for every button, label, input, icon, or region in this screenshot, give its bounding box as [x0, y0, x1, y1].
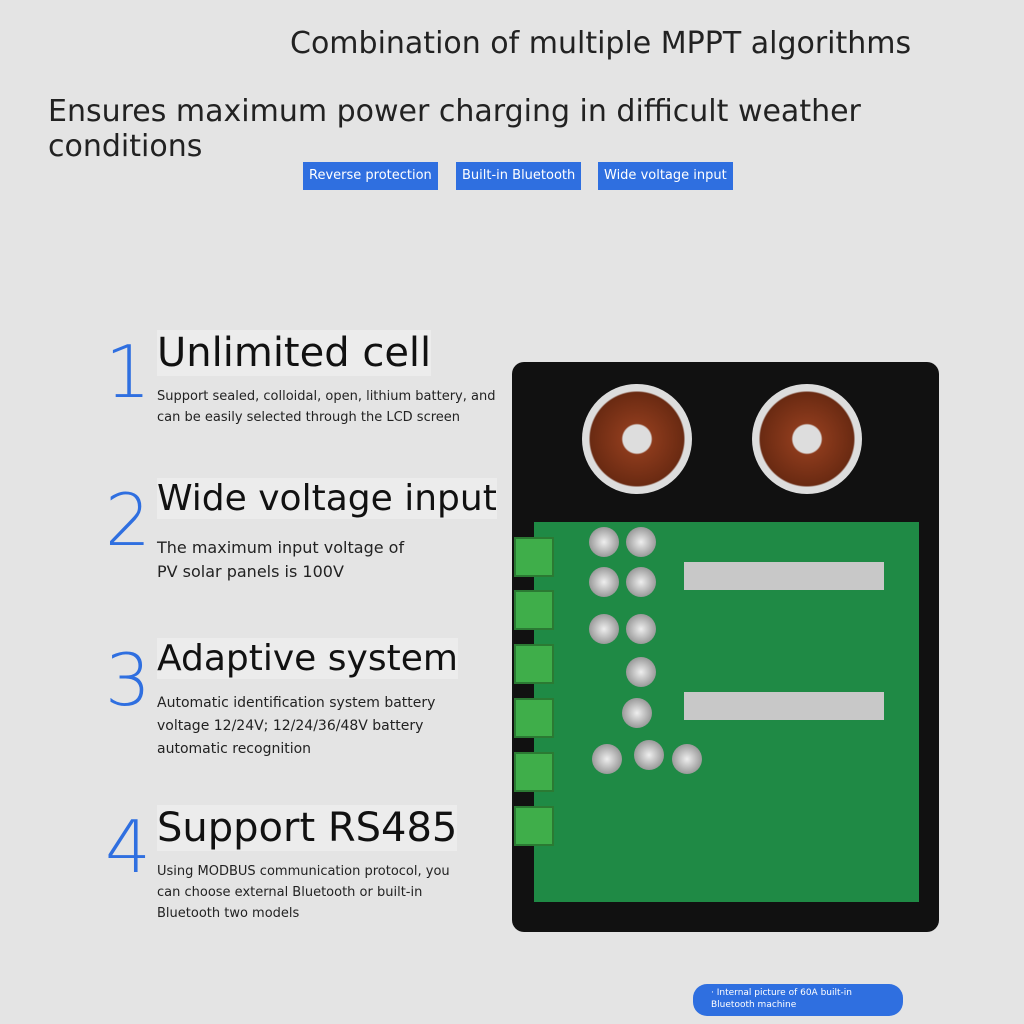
feature-number: 2	[105, 478, 151, 562]
capacitor	[626, 567, 656, 597]
feature-number: 4	[105, 805, 151, 889]
terminal	[514, 537, 554, 577]
heatsink	[684, 692, 884, 720]
feature-number: 1	[105, 330, 151, 414]
heatsink	[684, 562, 884, 590]
feature-title: Adaptive system	[157, 638, 458, 679]
feature-desc: Automatic identification system battery …	[157, 695, 436, 757]
terminal	[514, 644, 554, 684]
capacitor	[589, 614, 619, 644]
feature-title: Unlimited cell	[157, 330, 432, 376]
feature-number: 3	[105, 638, 151, 722]
subheadline: Ensures maximum power charging in diffic…	[48, 94, 861, 164]
capacitor	[592, 744, 622, 774]
controller-board-photo	[512, 362, 939, 932]
inductor-coil	[582, 384, 692, 494]
terminal	[514, 590, 554, 630]
terminal	[514, 752, 554, 792]
headline: Combination of multiple MPPT algorithms	[290, 26, 912, 61]
tag-reverse-protection: Reverse protection	[303, 162, 438, 190]
inductor-coil	[752, 384, 862, 494]
capacitor	[672, 744, 702, 774]
capacitor	[634, 740, 664, 770]
tag-wide-voltage: Wide voltage input	[598, 162, 733, 190]
capacitor	[626, 527, 656, 557]
feature-desc: Support sealed, colloidal, open, lithium…	[157, 389, 496, 425]
circuit-board	[514, 522, 919, 902]
terminal	[514, 698, 554, 738]
feature-title: Support RS485	[157, 805, 458, 851]
feature-desc: Using MODBUS communication protocol, you…	[157, 864, 450, 921]
tag-bluetooth: Built-in Bluetooth	[456, 162, 582, 190]
capacitor	[626, 614, 656, 644]
capacitor	[589, 567, 619, 597]
feature-title: Wide voltage input	[157, 478, 497, 519]
capacitor	[622, 698, 652, 728]
feature-desc: The maximum input voltage of PV solar pa…	[157, 538, 405, 581]
terminal	[514, 806, 554, 846]
capacitor	[589, 527, 619, 557]
caption-badge: · Internal picture of 60A built-in Bluet…	[693, 984, 903, 1016]
capacitor	[626, 657, 656, 687]
